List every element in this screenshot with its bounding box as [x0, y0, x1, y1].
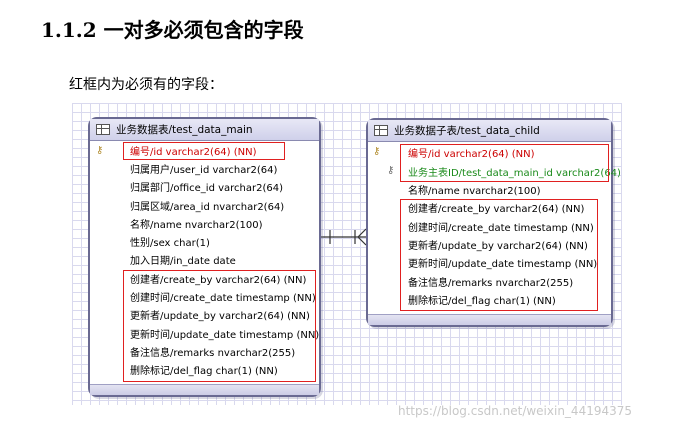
field-row: 更新者/update_by varchar2(64) (NN)	[408, 241, 588, 252]
entity-title: 业务数据子表/test_data_child	[394, 125, 540, 137]
required-box-main-audit	[123, 270, 316, 382]
key-icon: ⚷	[373, 146, 381, 157]
entity-footer	[90, 384, 319, 395]
watermark: https://blog.csdn.net/weixin_44194375	[398, 404, 633, 418]
field-row: 创建者/create_by varchar2(64) (NN)	[130, 275, 307, 286]
er-diagram-canvas: 业务数据表/test_data_main ⚷ 编号/id varchar2(64…	[72, 103, 622, 405]
entity-title: 业务数据表/test_data_main	[116, 124, 253, 136]
table-icon	[96, 124, 110, 135]
field-row: 编号/id varchar2(64) (NN)	[408, 149, 535, 160]
field-row: 性别/sex char(1)	[130, 238, 210, 249]
field-row: 名称/name nvarchar2(100)	[130, 220, 263, 231]
required-box-child-keys	[400, 144, 609, 182]
intro-text: 红框内为必须有的字段：	[69, 77, 223, 93]
field-row: 加入日期/in_date date	[130, 256, 236, 267]
entity-header: 业务数据子表/test_data_child	[368, 120, 611, 142]
entity-header: 业务数据表/test_data_main	[90, 119, 319, 141]
field-row: 更新时间/update_date timestamp (NN)	[408, 259, 598, 270]
entity-footer	[368, 314, 611, 325]
field-row: 删除标记/del_flag char(1) (NN)	[408, 296, 556, 307]
table-icon	[374, 125, 388, 136]
field-row: 编号/id varchar2(64) (NN)	[130, 147, 257, 158]
field-row: 删除标记/del_flag char(1) (NN)	[130, 366, 278, 377]
field-row: 业务主表ID/test_data_main_id varchar2(64)	[408, 168, 621, 179]
section-heading: 1.1.2 一对多必须包含的字段	[41, 18, 304, 42]
field-row: 归属区域/area_id nvarchar2(64)	[130, 202, 285, 213]
required-box-main-id	[123, 142, 285, 160]
field-row: 创建时间/create_date timestamp (NN)	[408, 223, 594, 234]
field-row: 更新时间/update_date timestamp (NN)	[130, 330, 320, 341]
field-row: 更新者/update_by varchar2(64) (NN)	[130, 311, 310, 322]
field-row: 备注信息/remarks nvarchar2(255)	[130, 348, 296, 359]
required-box-child-audit	[400, 199, 598, 311]
entity-test-data-child[interactable]: 业务数据子表/test_data_child ⚷ ⚷ 编号/id varchar…	[366, 118, 621, 327]
field-row: 创建者/create_by varchar2(64) (NN)	[408, 204, 585, 215]
entity-test-data-main[interactable]: 业务数据表/test_data_main ⚷ 编号/id varchar2(64…	[88, 117, 321, 397]
key-icon: ⚷	[96, 145, 104, 156]
field-row: 名称/name nvarchar2(100)	[408, 186, 541, 197]
field-row: 归属部门/office_id varchar2(64)	[130, 183, 284, 194]
field-row: 归属用户/user_id varchar2(64)	[130, 165, 278, 176]
field-row: 备注信息/remarks nvarchar2(255)	[408, 278, 574, 289]
field-row: 创建时间/create_date timestamp (NN)	[130, 293, 316, 304]
relationship-line	[319, 228, 367, 246]
foreign-key-icon: ⚷	[387, 165, 395, 176]
